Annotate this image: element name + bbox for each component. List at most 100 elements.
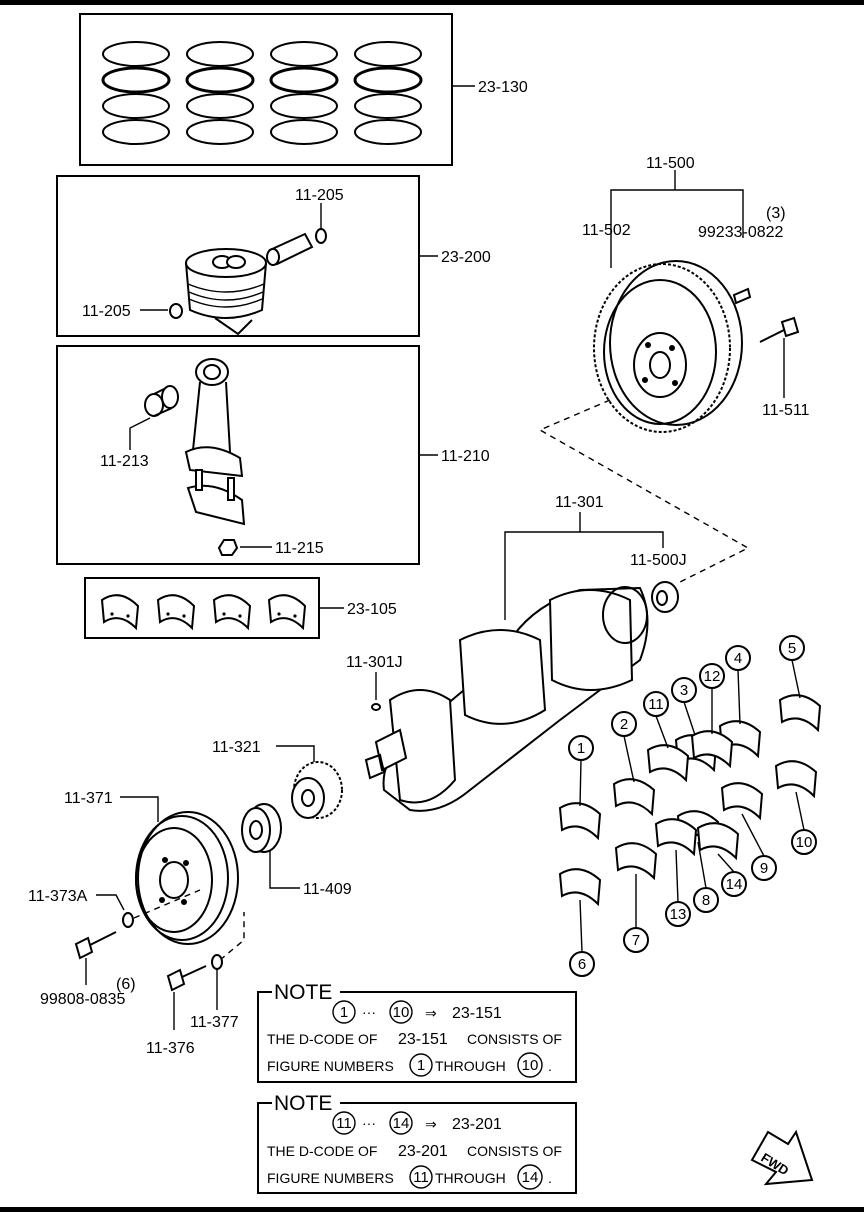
note-2-range-start: 11 (336, 1115, 352, 1132)
bearing-number-circle (623, 927, 649, 953)
main-bearing-4: 4 (718, 645, 762, 759)
bearing-shell (720, 782, 764, 821)
flywheel-bolt-drawing (759, 316, 800, 343)
piston-ring (354, 41, 422, 67)
bearing-shell (654, 818, 698, 857)
main-bearing-13: 13 (654, 818, 698, 927)
part-label-11-502[interactable]: 11-502 (582, 222, 631, 239)
bearing-number-circle (671, 677, 697, 703)
bearing-number-circle (699, 663, 725, 689)
note-1-range-start: 1 (340, 1004, 348, 1021)
bearing-number-4: 4 (734, 650, 742, 667)
bearing-number-circle (568, 735, 594, 761)
crankshaft-group: 11-301 11-500J 11-301J (346, 494, 687, 812)
part-label-11-511[interactable]: 11-511 (762, 402, 810, 419)
bearing-number-9: 9 (760, 860, 768, 877)
part-label-11-377[interactable]: 11-377 (190, 1014, 239, 1031)
pilot-bearing-drawing (651, 581, 679, 613)
main-bearing-11: 11 (643, 691, 690, 783)
part-label-99233-0822[interactable]: 99233-0822 (698, 224, 784, 241)
leader-line (683, 701, 697, 739)
bearing-number-11: 11 (648, 696, 664, 713)
part-label-11-371[interactable]: 11-371 (64, 790, 113, 807)
part-label-11-500J[interactable]: 11-500J (630, 552, 687, 569)
leader-line (579, 899, 583, 953)
part-label-11-321[interactable]: 11-321 (212, 739, 261, 756)
timing-pulley-drawing (291, 761, 343, 819)
note-2-line3-from: 11 (413, 1169, 429, 1186)
piston-ring (270, 41, 338, 67)
note-2-title: NOTE (274, 1092, 332, 1115)
piston-ring (270, 93, 338, 119)
piston-ring (354, 119, 422, 145)
piston-ring (185, 66, 255, 94)
bearing-number-10: 10 (796, 834, 813, 851)
part-label-23-200[interactable]: 23-200 (441, 249, 491, 266)
bearing-number-3: 3 (680, 682, 688, 699)
part-label-99808-0835[interactable]: 99808-0835 (40, 991, 126, 1008)
note-1-line3-end: . (548, 1058, 552, 1074)
part-label-11-205-upper[interactable]: 11-205 (295, 187, 344, 204)
piston-ring (186, 41, 254, 67)
piston-ring (186, 93, 254, 119)
pulley-bolt-drawing (74, 931, 117, 960)
part-label-23-105[interactable]: 23-105 (347, 601, 397, 618)
bearing-number-circle (721, 871, 747, 897)
note-2-line2-prefix: THE D-CODE OF (267, 1143, 377, 1159)
bearing-number-12: 12 (704, 668, 721, 685)
note-1-line2-suffix: CONSISTS OF (467, 1031, 562, 1047)
part-label-11-409[interactable]: 11-409 (303, 881, 352, 898)
bearing-number-6: 6 (578, 956, 586, 973)
main-bearing-7: 7 (614, 842, 658, 953)
part-label-11-210[interactable]: 11-210 (441, 448, 490, 465)
note-1-ellipsis: ··· (362, 1004, 376, 1020)
piston-pin-drawing (266, 232, 314, 266)
part-label-11-500[interactable]: 11-500 (646, 155, 695, 172)
bearing-number-circle (693, 887, 719, 913)
part-label-11-376[interactable]: 11-376 (146, 1040, 195, 1057)
bearing-number-circle (665, 901, 691, 927)
part-label-23-130[interactable]: 23-130 (478, 79, 528, 96)
piston-ring (354, 93, 422, 119)
part-label-11-213[interactable]: 11-213 (100, 453, 149, 470)
part-label-11-373A[interactable]: 11-373A (28, 888, 88, 905)
note-1-dcode[interactable]: 23-151 (452, 1005, 502, 1022)
rod-bearing-half (212, 594, 252, 631)
crank-key-drawing (371, 703, 381, 711)
main-bearing-10: 10 (774, 760, 818, 855)
bearing-number-1: 1 (577, 740, 585, 757)
part-label-11-205-lower[interactable]: 11-205 (82, 303, 131, 320)
piston-rings-drawing (101, 41, 423, 145)
leader-line (717, 853, 735, 873)
flywheel-drawing (593, 260, 743, 433)
main-bearing-2: 2 (611, 711, 656, 817)
rod-bearing-group: 23-105 (84, 577, 397, 639)
fwd-arrow-icon: FWD (750, 1129, 814, 1186)
note-2-line3-mid: THROUGH (435, 1170, 506, 1186)
part-label-11-301[interactable]: 11-301 (555, 494, 604, 511)
timing-pulley-group: 11-321 (212, 739, 343, 819)
bearing-number-circle (643, 691, 669, 717)
note-1-title: NOTE (274, 981, 332, 1004)
top-border (0, 0, 864, 5)
bearing-number-circle (779, 635, 805, 661)
part-label-99808-0835-qty[interactable]: (6) (116, 976, 136, 993)
note-2-line3-end: . (548, 1170, 552, 1186)
note-2-dcode[interactable]: 23-201 (452, 1116, 502, 1133)
part-label-99233-0822-qty[interactable]: (3) (766, 205, 786, 222)
bearing-number-circle (791, 829, 817, 855)
crank-pulley-drawing (135, 811, 239, 945)
piston-ring-set-group: 23-130 (79, 13, 528, 166)
note-1-line2-prefix: THE D-CODE OF (267, 1031, 377, 1047)
piston-ring-set-box (79, 13, 453, 166)
note-2-line2-code: 23-201 (398, 1143, 448, 1160)
bearing-number-13: 13 (670, 906, 687, 923)
bearing-number-circle (751, 855, 777, 881)
bearing-number-2: 2 (620, 716, 628, 733)
connecting-rod-drawing (184, 358, 246, 526)
main-bearing-14: 14 (696, 822, 747, 897)
part-label-11-215[interactable]: 11-215 (275, 540, 324, 557)
piston-ring (101, 66, 171, 94)
part-label-11-301J[interactable]: 11-301J (346, 654, 403, 671)
